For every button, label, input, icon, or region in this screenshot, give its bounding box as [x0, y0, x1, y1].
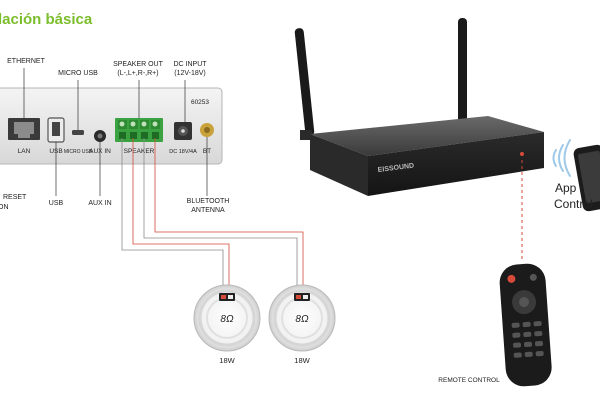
remote-power-button [507, 274, 516, 283]
dc-input-voltage-label: (12V-18V) [174, 70, 206, 77]
app-control-label-2: Control [554, 197, 593, 211]
bluetooth-label: BLUETOOTH [187, 198, 230, 205]
reset-label: RESET [3, 194, 27, 201]
amplifier-antenna-left [294, 28, 315, 140]
device-model: 60253 [191, 99, 209, 106]
micro-usb-port [72, 130, 84, 135]
reset-on-label: ON [0, 204, 9, 211]
speaker-port-label: SPEAKER [124, 148, 155, 155]
app-control-label: App [555, 181, 577, 195]
amplifier-brand: EISSOUND [377, 163, 414, 174]
aux-in-label: AUX IN [88, 200, 111, 207]
dc-input-label: DC INPUT [173, 61, 207, 68]
ethernet-label: ETHERNET [7, 58, 45, 65]
speaker-left: 8Ω 18W [193, 284, 261, 365]
speaker-wiring [121, 138, 304, 290]
page-title: lación básica [0, 11, 93, 28]
micro-usb-label: MICRO USB [58, 70, 98, 77]
dc-port-label: DC 18V/4A [169, 149, 197, 155]
micro-usb-port-label: MICRO USB [64, 149, 93, 155]
ir-sensor [520, 152, 524, 156]
lan-label: LAN [18, 148, 31, 155]
remote-control [499, 263, 552, 387]
speaker-left-power: 18W [219, 356, 235, 365]
speaker-right: 8Ω 18W [268, 284, 336, 365]
wifi-signal-icon [552, 139, 571, 177]
speaker-left-impedance: 8Ω [220, 314, 234, 325]
usb-label: USB [49, 200, 64, 207]
smartphone-icon [573, 144, 600, 212]
bottom-callouts [55, 137, 208, 196]
amplifier-unit: EISSOUND [294, 18, 544, 196]
speaker-out-polarity-label: (L-,L+,R-,R+) [117, 70, 158, 77]
bluetooth-antenna-label: ANTENNA [191, 207, 225, 214]
speaker-out-label: SPEAKER OUT [113, 61, 164, 68]
top-callouts [23, 68, 186, 130]
remote-control-label: REMOTE CONTROL [438, 377, 500, 384]
amplifier-antenna-right [456, 18, 469, 132]
device-rear-panel: 60253 LAN USB MICRO USB AUX IN SPEAKER [0, 87, 223, 165]
speaker-right-impedance: 8Ω [295, 314, 309, 325]
speaker-right-power: 18W [294, 356, 310, 365]
